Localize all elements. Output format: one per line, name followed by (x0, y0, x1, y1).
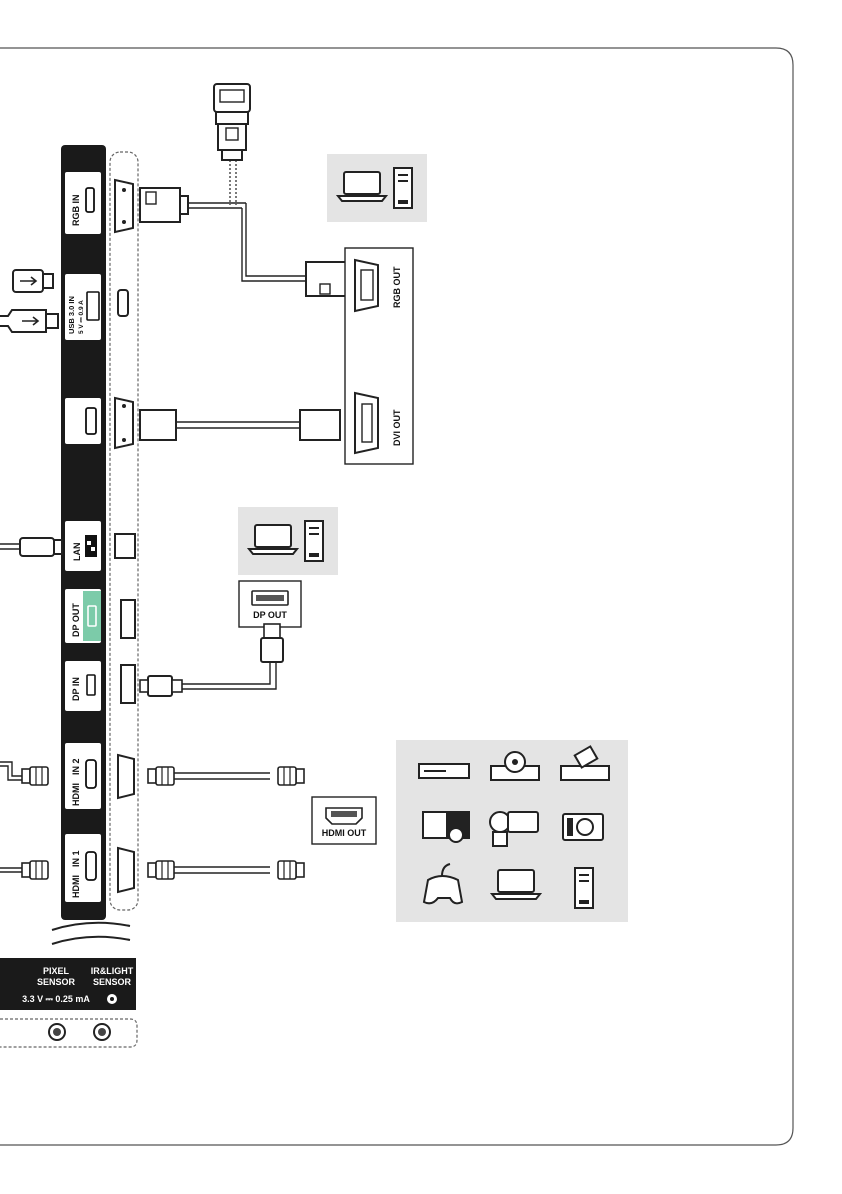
usb-connector (118, 290, 128, 316)
hdmi-in1-connector (118, 848, 134, 892)
dvi-cable (140, 410, 340, 440)
panel-break-marks (52, 923, 130, 944)
hdmi-logo-label: HDMI (71, 783, 81, 806)
usb-rating-label: 5 V ⎓ 0.9 A (78, 300, 85, 334)
rgb-cable (140, 188, 346, 296)
desktop-tower-icon (394, 168, 412, 208)
hdmi-in2-port: HDMI IN 2 (65, 743, 101, 809)
dp-in-port: DP IN (65, 661, 101, 711)
pixel-sensor-rating: 3.3 V ⎓ 0.25 mA (22, 994, 90, 1004)
dvi-out-label: DVI OUT (392, 409, 402, 446)
pixel-sensor-title: PIXEL (43, 966, 70, 976)
dp-out-device-label: DP OUT (253, 610, 287, 620)
dp-out-port: DP OUT (65, 589, 101, 643)
hdmi-in2-cable (148, 767, 304, 785)
dp-in-label: DP IN (71, 677, 81, 701)
rgb-in-label: RGB IN (71, 195, 81, 227)
usb-title-label: USB 3.0 IN (67, 296, 76, 334)
desktop-tower-icon (305, 521, 323, 561)
rgb-in-connector (115, 180, 133, 232)
dp-out-connector (121, 600, 135, 638)
desktop-tower-icon (575, 868, 593, 908)
hdmi-devices-group (396, 740, 628, 922)
dvi-connector (115, 398, 133, 448)
usb-port: USB 3.0 IN 5 V ⎓ 0.9 A (65, 274, 101, 340)
dp-cable (140, 624, 283, 696)
rgb-out-label: RGB OUT (392, 266, 402, 308)
dp-out-label: DP OUT (71, 603, 81, 637)
hdmi-in2-label: IN 2 (71, 758, 81, 775)
lan-cable (0, 538, 62, 556)
source-output-panel: RGB OUT DVI OUT (345, 248, 413, 464)
sensor-connector-strip (0, 1019, 137, 1047)
lan-connector (115, 534, 135, 558)
hdmi-logo-label: HDMI (71, 875, 81, 898)
dp-out-device: DP OUT (239, 581, 301, 627)
hdmi-in2-cable-left (0, 762, 48, 785)
dp-in-connector (121, 665, 135, 703)
pixel-sensor-subtitle: SENSOR (37, 977, 76, 987)
lan-port: LAN (65, 521, 101, 571)
hd-player-icon (423, 812, 469, 842)
hdmi-in1-port: HDMI IN 1 (65, 834, 101, 902)
ir-sensor-connector-icon (94, 1024, 110, 1040)
usb-stick-icon (13, 270, 53, 292)
computers-mid-group (238, 507, 338, 575)
usb-cable-icon (0, 310, 58, 332)
hdmi-in1-cable-left (0, 861, 48, 879)
dvd-player-icon (419, 764, 469, 778)
hdmi-in1-label: IN 1 (71, 850, 81, 867)
rgb-in-port: RGB IN (65, 172, 101, 234)
pixel-sensor-connector-icon (49, 1024, 65, 1040)
laptop-icon (249, 525, 297, 554)
hdmi-in1-cable (148, 861, 304, 879)
computers-top-group (327, 154, 427, 222)
ir-sensor-title: IR&LIGHT (91, 966, 134, 976)
hdmi-out-device-label: HDMI OUT (322, 828, 367, 838)
hdmi-in2-connector (118, 755, 134, 798)
hdmi-out-device: HDMI OUT (312, 797, 376, 844)
lan-label: LAN (72, 543, 82, 562)
laptop-icon (338, 172, 386, 201)
dvi-rgb-adapter-icon (214, 84, 250, 205)
ir-sensor-subtitle: SENSOR (93, 977, 132, 987)
laptop-icon (492, 870, 540, 899)
camera-icon (563, 814, 603, 840)
